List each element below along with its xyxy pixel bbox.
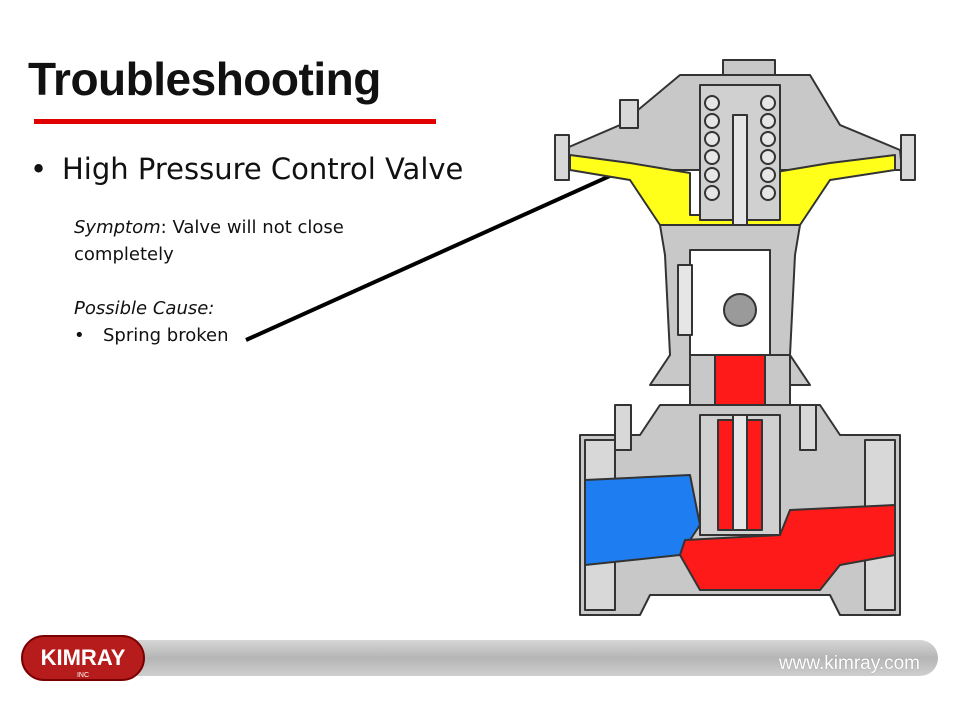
cause-item: • Spring broken — [74, 322, 344, 349]
footer-bar — [136, 640, 938, 676]
symptom-label: Symptom — [74, 217, 161, 238]
footer-url[interactable]: www.kimray.com — [778, 653, 920, 674]
cause-item-text: Spring broken — [103, 325, 229, 346]
symptom-line: Symptom: Valve will not close — [74, 214, 344, 241]
details-block: Symptom: Valve will not close completely… — [74, 214, 344, 349]
kimray-logo: KIMRAY INC — [21, 635, 145, 681]
svg-text:KIMRAY: KIMRAY — [41, 645, 126, 670]
title-underline — [34, 119, 436, 124]
valve-cross-section-diagram — [554, 59, 916, 616]
main-bullet-text: High Pressure Control Valve — [62, 152, 464, 186]
cause-label: Possible Cause: — [74, 298, 215, 319]
slide-title: Troubleshooting — [28, 53, 381, 105]
symptom-text: : Valve will not close — [160, 217, 344, 238]
sub-bullet-dot: • — [74, 325, 85, 346]
bullet-dot: • — [30, 152, 48, 186]
svg-text:INC: INC — [77, 672, 89, 679]
symptom-line-2: completely — [74, 244, 174, 265]
